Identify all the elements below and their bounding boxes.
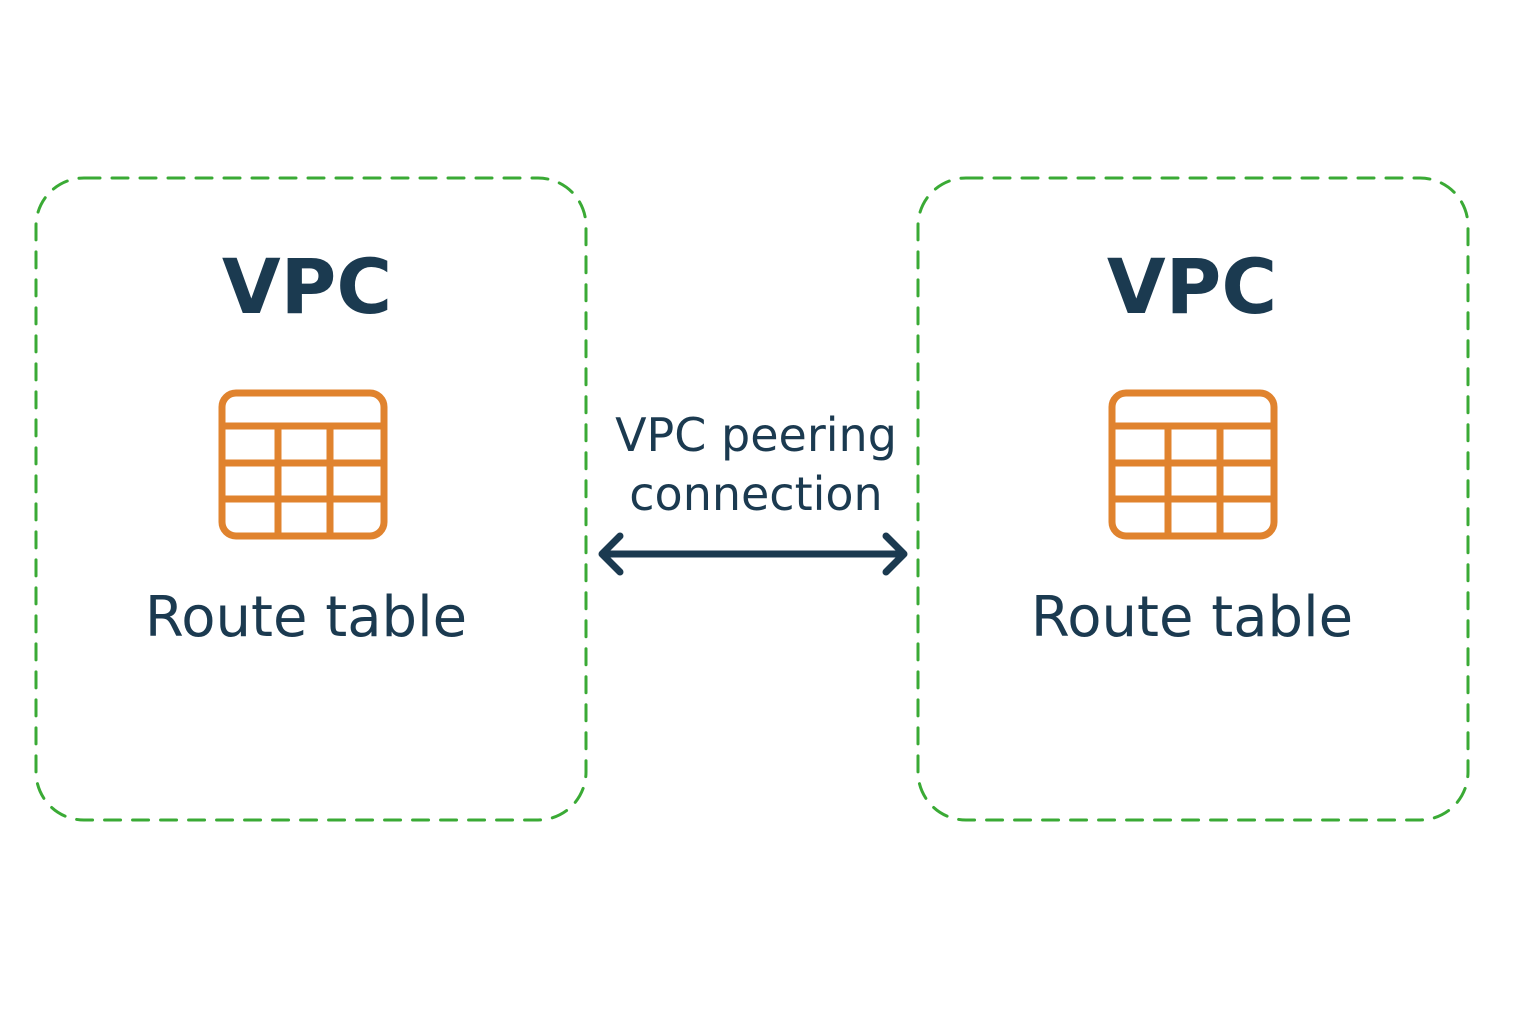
peering-label-line1: VPC peering <box>615 408 897 462</box>
peering-label-line2: connection <box>629 467 883 521</box>
left-vpc-boundary <box>34 176 588 822</box>
bidirectional-arrow-icon <box>598 532 908 576</box>
route-table-icon <box>218 389 388 540</box>
left-route-table-label: Route table <box>144 585 468 650</box>
right-vpc-title: VPC <box>1106 242 1278 331</box>
right-route-table-label: Route table <box>1030 585 1354 650</box>
left-vpc-title: VPC <box>221 242 393 331</box>
route-table-icon <box>1108 389 1278 540</box>
right-vpc-boundary <box>916 176 1470 822</box>
